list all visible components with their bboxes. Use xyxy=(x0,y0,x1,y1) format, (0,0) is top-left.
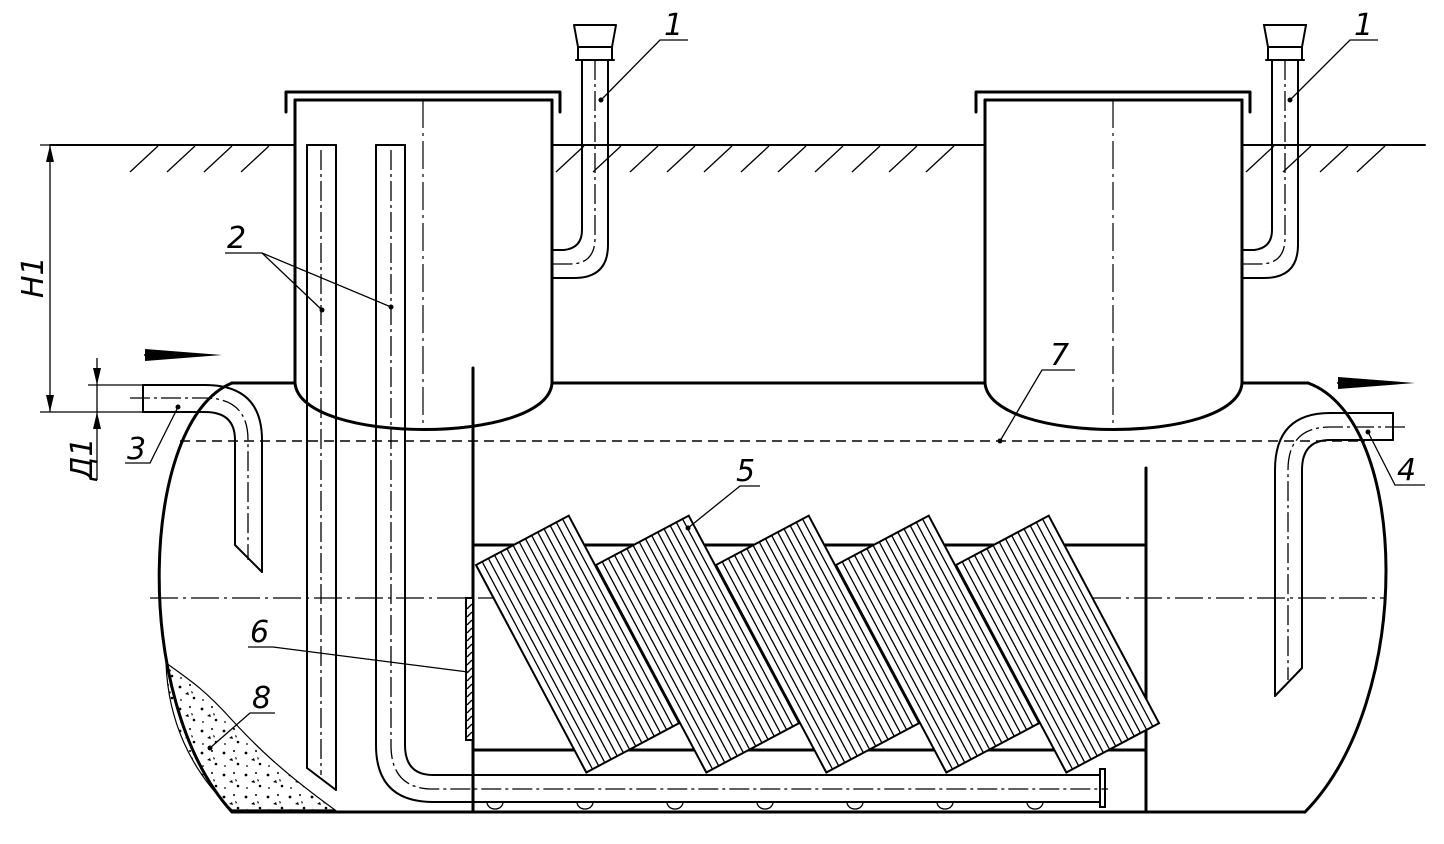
ground-hatch xyxy=(925,145,955,173)
ground-hatch xyxy=(240,145,270,173)
partition-hatch xyxy=(466,691,473,698)
ground-hatch xyxy=(166,145,196,173)
partition-hatch xyxy=(466,675,473,682)
ground-hatch xyxy=(629,145,659,173)
partition-hatch xyxy=(466,627,473,634)
ground-hatch xyxy=(888,145,918,173)
coalescing-pack xyxy=(954,514,1161,774)
coalescing-pack xyxy=(834,514,1041,774)
label-modules: 5 xyxy=(736,454,755,489)
partition-hatch xyxy=(466,699,473,706)
ground-hatch xyxy=(1356,145,1386,173)
perforation xyxy=(756,801,774,810)
partition-hatch xyxy=(466,643,473,650)
label-partition: 6 xyxy=(250,615,269,650)
ground-hatch xyxy=(1245,145,1275,173)
perforation xyxy=(666,801,684,810)
ground-hatch xyxy=(555,145,585,173)
coalescing-pack xyxy=(714,514,921,774)
manhole-left xyxy=(284,90,562,431)
coalescing-modules xyxy=(474,514,1161,774)
manhole-right xyxy=(974,90,1252,431)
dimension-d1 xyxy=(88,358,143,480)
vent-pipe-right xyxy=(1241,24,1308,279)
label-pipes: 2 xyxy=(227,221,246,256)
partition-hatch xyxy=(466,731,473,738)
perforation xyxy=(846,801,864,810)
perforation xyxy=(486,801,504,810)
partition-hatch xyxy=(466,635,473,642)
ground-hatch xyxy=(814,145,844,173)
label-level: 7 xyxy=(1050,338,1069,373)
outlet-pipe xyxy=(1274,377,1415,697)
dimension-h1 xyxy=(40,144,143,413)
vertical-pipe-b xyxy=(375,144,1108,810)
ground-hatch xyxy=(703,145,733,173)
partition-hatch xyxy=(466,715,473,722)
partition-hatch xyxy=(466,611,473,618)
perforation xyxy=(1026,801,1044,810)
label-vent-left: 1 xyxy=(664,8,683,43)
inlet-pipe xyxy=(130,349,263,573)
sediment xyxy=(165,661,337,811)
partition-hatch xyxy=(466,619,473,626)
label-vent-right: 1 xyxy=(1354,8,1373,43)
ground-hatch xyxy=(1319,145,1349,173)
leaders xyxy=(125,39,1425,751)
label-inlet: 3 xyxy=(127,432,146,467)
ground-surface xyxy=(49,144,1426,173)
partition-hatch xyxy=(466,651,473,658)
label-diameter-d1: Д1 xyxy=(65,437,100,482)
partition-hatch xyxy=(466,723,473,730)
ground-hatch xyxy=(203,145,233,173)
partition-hatch xyxy=(466,707,473,714)
label-outlet: 4 xyxy=(1397,453,1416,488)
partition-hatch xyxy=(466,659,473,666)
label-sediment: 8 xyxy=(252,681,271,716)
vertical-pipe-a xyxy=(306,144,337,791)
ground-hatch xyxy=(666,145,696,173)
partition-hatch xyxy=(466,603,473,610)
label-depth-h1: H1 xyxy=(16,256,51,298)
ground-hatch xyxy=(129,145,159,173)
ground-hatch xyxy=(851,145,881,173)
partition-hatch xyxy=(466,683,473,690)
perforation xyxy=(576,801,594,810)
vent-pipe-left xyxy=(551,24,617,279)
ground-hatch xyxy=(740,145,770,173)
perforation xyxy=(936,801,954,810)
ground-hatch xyxy=(777,145,807,173)
